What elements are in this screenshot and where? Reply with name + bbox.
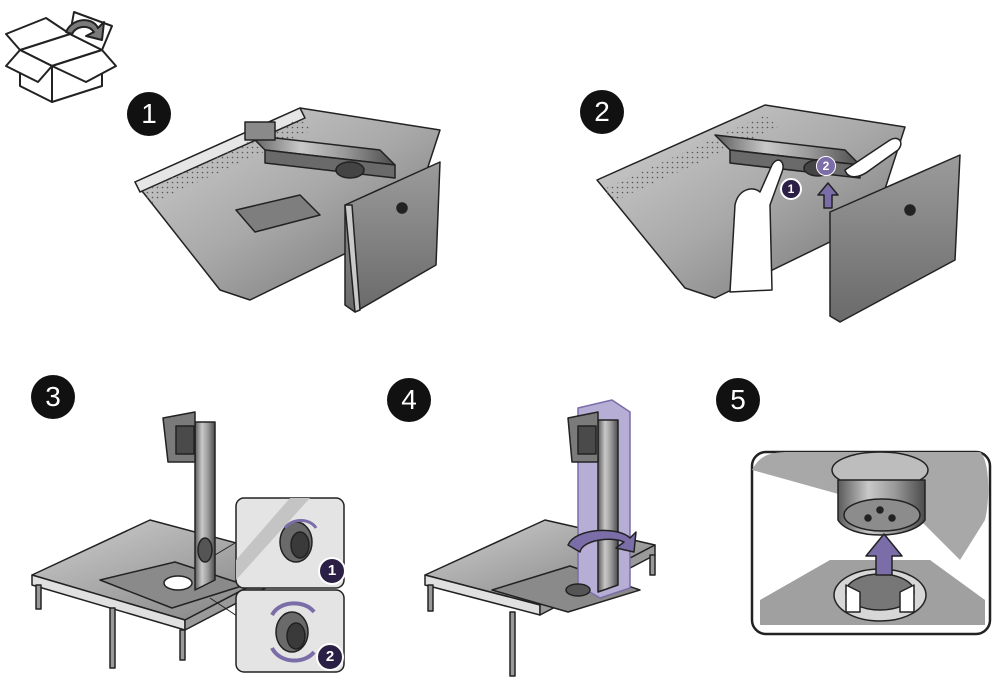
step-4-badge: 4: [387, 378, 431, 422]
step-1-badge: 1: [127, 92, 171, 136]
stand-column: [194, 421, 216, 591]
hand-icon: [729, 159, 784, 293]
step-3-illustration: [31, 411, 345, 673]
step-3-badge: 3: [31, 375, 75, 419]
stand-base-plate: [829, 154, 961, 323]
step-5-badge: 5: [716, 378, 760, 422]
rotate-arrow-icon: [270, 601, 316, 617]
step-2-badge: 2: [580, 90, 624, 134]
rotate-arrow-icon: [270, 646, 316, 663]
stand-column: [597, 419, 619, 593]
step-2-substep-2-badge: 2: [816, 156, 836, 176]
step-1-illustration: [134, 107, 441, 313]
step-5-illustration: [750, 450, 992, 636]
rotate-arrow-icon: [283, 519, 318, 530]
stand-base-plate: [344, 161, 441, 313]
arrow-up-icon: [817, 182, 839, 209]
step-2-substep-1-badge: 1: [780, 178, 802, 200]
step-4-illustration: [424, 399, 656, 677]
arrow-up-icon: [865, 533, 903, 576]
stand-hole: [335, 161, 365, 179]
hand-icon: [844, 137, 902, 178]
step-3-substep-2-badge: 2: [316, 643, 344, 671]
open-box-icon: [5, 11, 117, 103]
step-2-illustration: [596, 104, 961, 323]
rotate-arrow-icon: [567, 529, 637, 553]
step-3-substep-1-badge: 1: [318, 557, 346, 585]
